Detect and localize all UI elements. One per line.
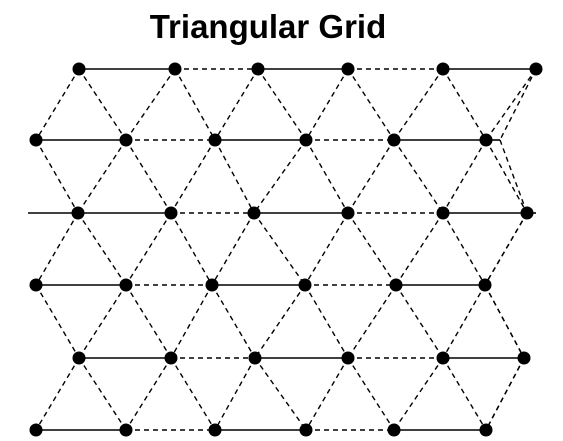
grid-node [479, 423, 493, 437]
diagonal-edge [125, 357, 172, 431]
diagonal-edge [125, 68, 176, 141]
diagonal-edge [257, 68, 307, 141]
grid-node [298, 278, 312, 292]
diagonal-edge [125, 212, 172, 286]
grid-node [119, 423, 133, 437]
diagonal-edge [484, 212, 528, 286]
diagonal-edge [125, 284, 172, 359]
diagonal-edge [305, 139, 349, 214]
diagonal-edge [77, 212, 127, 286]
grid-node [387, 423, 401, 437]
diagonal-edge [347, 68, 395, 141]
diagonal-edge [170, 139, 216, 214]
diagonal-edge [393, 68, 444, 141]
diagonal-edge [304, 284, 349, 359]
diagonal-edge [442, 284, 486, 359]
diagonal-edge [254, 284, 306, 359]
grid-node [436, 351, 450, 365]
diagonal-edge [125, 139, 172, 214]
diagonal-edge [347, 212, 397, 286]
diagonal-edge [174, 68, 216, 141]
grid-node [478, 278, 492, 292]
grid-node [29, 278, 43, 292]
grid-node [119, 278, 133, 292]
grid-node [341, 206, 355, 220]
diagonal-edge [499, 139, 528, 214]
diagonal-edge [347, 284, 397, 359]
diagonal-edge [211, 212, 255, 286]
diagonal-edge [78, 284, 127, 359]
diagonal-edge [35, 357, 80, 431]
grid-node [341, 62, 355, 76]
diagonal-edge [35, 212, 79, 286]
diagonal-edge [442, 357, 487, 431]
diagram-title: Triangular Grid [149, 8, 387, 45]
diagonal-edge [499, 68, 537, 141]
diagonal-edge [253, 212, 306, 286]
diagonal-edge [393, 357, 444, 431]
diagonal-edge [253, 139, 307, 214]
diagonal-edge [35, 139, 79, 214]
diagonal-edge [170, 212, 213, 286]
grid-node [436, 206, 450, 220]
grid-node [389, 278, 403, 292]
grid-node [436, 62, 450, 76]
diagonal-edge [35, 284, 80, 359]
diagonal-edge [254, 357, 307, 431]
grid-node [387, 133, 401, 147]
diagonal-edge [214, 139, 255, 214]
grid-node [72, 62, 86, 76]
grid-node [29, 133, 43, 147]
grid-node [520, 206, 534, 220]
grid-node [72, 351, 86, 365]
diagonal-edge [485, 357, 525, 431]
grid-node [164, 351, 178, 365]
diagonal-edge [485, 68, 537, 141]
node-layer [29, 62, 543, 437]
diagonal-edge [395, 212, 444, 286]
diagonal-edge [442, 68, 487, 141]
diagonal-edge [78, 357, 127, 431]
grid-node [341, 351, 355, 365]
diagonal-edge [484, 284, 525, 359]
diagonal-edge [442, 212, 486, 286]
grid-node [205, 278, 219, 292]
diagonal-edge [214, 357, 256, 431]
diagonal-edge [170, 357, 216, 431]
diagonal-edge [304, 212, 349, 286]
diagonal-edge [214, 68, 259, 141]
diagonal-edge [395, 284, 444, 359]
grid-node [248, 351, 262, 365]
diagonal-edge [347, 357, 395, 431]
grid-node [208, 423, 222, 437]
grid-node [251, 62, 265, 76]
grid-node [299, 133, 313, 147]
diagonal-edge [305, 357, 349, 431]
grid-node [517, 351, 531, 365]
grid-node [208, 133, 222, 147]
diagonal-edge [170, 284, 213, 359]
grid-node [71, 206, 85, 220]
grid-node [247, 206, 261, 220]
grid-node [299, 423, 313, 437]
diagonal-edge [211, 284, 256, 359]
diagonal-edge [78, 68, 127, 141]
grid-node [529, 62, 543, 76]
grid-node [29, 423, 43, 437]
diagonal-edge [77, 139, 127, 214]
diagonal-edge [393, 139, 444, 214]
diagonal-edge [35, 68, 80, 141]
diagonal-edge [347, 139, 395, 214]
edge-layer [28, 68, 537, 431]
grid-node [119, 133, 133, 147]
grid-node [164, 206, 178, 220]
grid-node [479, 133, 493, 147]
diagonal-edge [305, 68, 349, 141]
grid-node [168, 62, 182, 76]
diagonal-edge [485, 139, 528, 214]
diagonal-edge [442, 139, 487, 214]
